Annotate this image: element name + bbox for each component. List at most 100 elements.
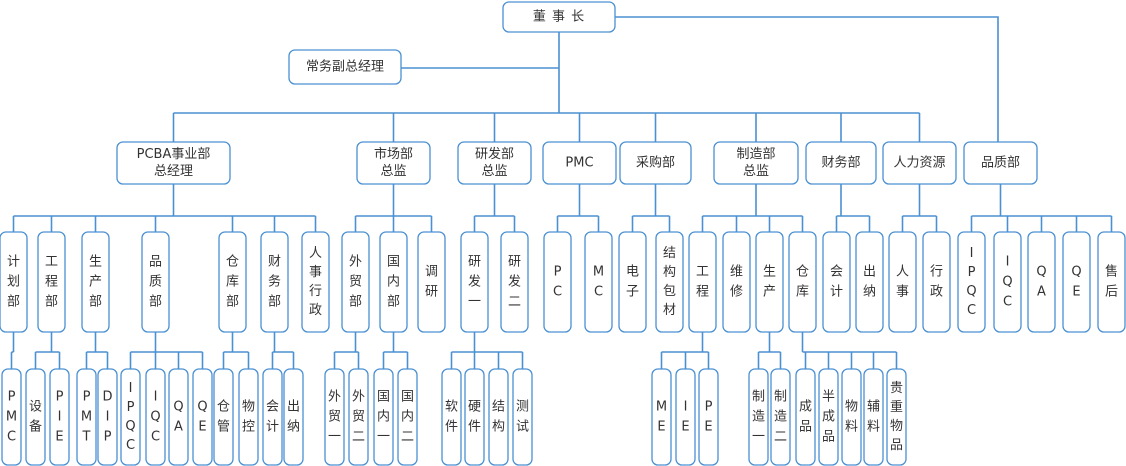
org-node-label: 结 [663,246,676,261]
org-node-label: 构 [492,420,505,435]
org-node-label: 造 [774,410,787,425]
org-node-b12: 出纳 [283,368,304,466]
org-node-label: 部 [349,295,362,310]
org-node-label: 品 [890,438,903,453]
org-node-label: 外 [328,390,341,405]
org-node-label: 计 [266,420,279,435]
org-node-label: E [657,420,665,435]
org-node-label: 一 [752,430,765,445]
org-node-label: 产 [89,275,102,290]
org-node-label: 会 [830,265,843,280]
org-node-label: 生 [89,255,102,270]
org-node-box [37,231,66,333]
org-node-label: 重 [890,399,903,415]
org-node-label: 程 [45,275,58,290]
org-node-box [1097,231,1126,333]
org-node-a14: 电子 [618,231,647,333]
org-node-label: 研 [508,255,521,270]
org-node-label: C [151,430,160,445]
org-node-b7: QA [168,368,189,466]
org-node-box [675,368,696,466]
org-node-box [584,231,613,333]
org-node-a10: 研发一 [460,231,489,333]
org-node-a11: 研发二 [500,231,529,333]
org-node-label: 计 [830,285,843,300]
org-node-label: 仓 [796,265,809,280]
org-node-label: P [56,390,64,405]
org-node-box [464,368,485,466]
org-node-label: P [8,390,16,405]
org-node-label: C [7,430,16,445]
org-node-box [348,368,369,466]
org-node-label: 采购部 [636,155,675,171]
org-node-box [324,368,345,466]
org-node-label: 常务副总经理 [306,59,384,75]
org-node-label: 制 [774,390,787,405]
org-node-a12: PC [543,231,572,333]
org-node-label: 纳 [863,285,876,300]
org-node-box [25,368,46,466]
org-node-label: Q [125,419,135,434]
org-node-box [460,231,489,333]
org-node-box [97,368,118,466]
org-node-b17: 软件 [441,368,462,466]
org-node-box [301,231,330,333]
org-node-label: A [1037,285,1046,300]
org-node-box [788,231,817,333]
org-node-b9: 仓管 [213,368,234,466]
org-node-box [805,141,877,185]
org-node-label: 维 [730,265,743,280]
org-node-b22: IE [675,368,696,466]
org-node-label: 仓 [217,400,230,415]
org-node-a2: 生产部 [81,231,110,333]
org-node-label: I [58,410,62,425]
org-node-d4: 采购部 [619,141,692,185]
org-node-label: 划 [7,275,20,290]
org-node-label: 财务部 [821,155,860,171]
org-node-box [283,368,304,466]
org-node-label: 部 [89,295,102,310]
org-node-label: 行 [309,284,322,299]
org-node-label: 一 [328,430,341,445]
org-node-label: I [129,381,133,396]
org-node-b10: 物控 [238,368,259,466]
org-node-label: 测 [516,400,529,415]
org-node-box [619,141,692,185]
org-node-b24: 制造一 [748,368,769,466]
org-node-label: 行 [930,265,943,280]
org-node-label: 市场部 [374,146,413,162]
org-node-label: 库 [226,274,239,290]
org-node-label: 物 [242,400,255,415]
org-node-b27: 半成品 [818,368,839,466]
org-node-label: 人力资源 [893,156,945,171]
org-node-label: 构 [663,265,676,280]
org-node-box [770,368,791,466]
org-node-b1: 设备 [25,368,46,466]
org-node-label: 出 [287,400,300,415]
org-node-label: C [126,438,135,453]
org-node-label: 软 [445,400,458,415]
org-node-label: 修 [730,285,743,300]
org-node-box [722,231,751,333]
org-node-box [373,368,394,466]
org-node-b28: 物料 [841,368,862,466]
org-node-a13: MC [584,231,613,333]
org-node-label: 成 [799,400,812,415]
org-node-box [698,368,719,466]
org-node-label: 备 [29,419,42,435]
org-node-label: M [593,265,604,280]
org-node-a19: 仓库 [788,231,817,333]
org-node-label: 仓 [226,255,239,270]
org-node-label: I [154,390,158,405]
org-node-b6: IQC [145,368,166,466]
org-node-label: 物 [890,419,903,434]
org-node-box [81,231,110,333]
org-node-box [993,231,1022,333]
org-node-label: 政 [309,303,322,318]
org-node-label: P [127,400,135,415]
org-node-label: 包 [663,284,676,299]
connector-lines [10,15,1113,369]
org-node-box [855,231,884,333]
